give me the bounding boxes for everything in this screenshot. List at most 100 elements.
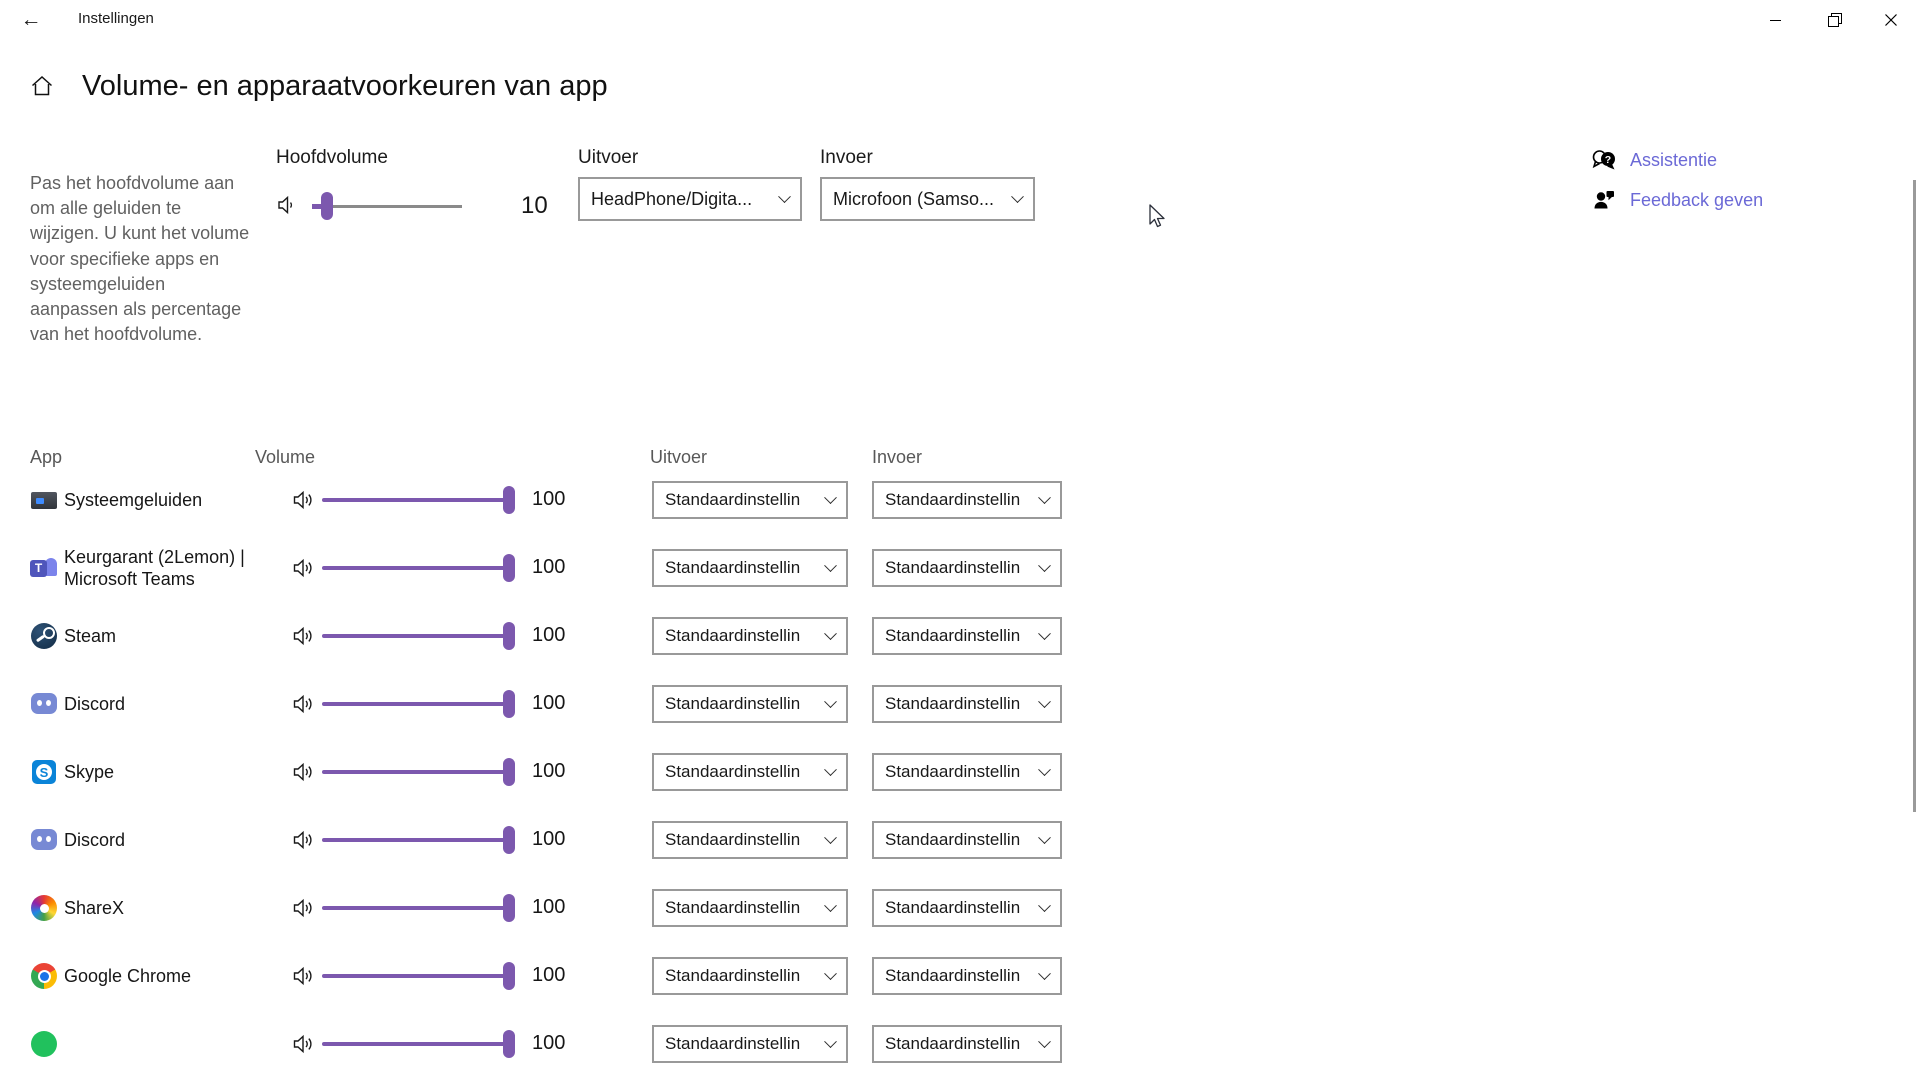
app-output-select[interactable]: Standaardinstellin (652, 685, 848, 723)
app-input-value: Standaardinstellin (885, 558, 1021, 577)
app-input-select[interactable]: Standaardinstellin (872, 821, 1062, 859)
person-feedback-icon (1590, 188, 1618, 212)
page-description: Pas het hoofdvolume aan om alle geluiden… (30, 173, 250, 345)
app-volume-slider-track[interactable] (322, 906, 512, 910)
app-volume-slider-thumb[interactable] (503, 690, 515, 718)
discord-icon (31, 693, 57, 714)
app-output-value: Standaardinstellin (665, 1034, 801, 1053)
speaker-icon[interactable] (293, 693, 317, 715)
app-volume-value: 100 (532, 896, 566, 918)
master-volume-label: Hoofdvolume (276, 147, 388, 168)
app-output-select[interactable]: Standaardinstellin (652, 481, 848, 519)
app-name: Discord (64, 694, 126, 714)
app-volume-slider-track[interactable] (322, 770, 512, 774)
app-volume-slider-track[interactable] (322, 566, 512, 570)
app-volume-slider-thumb[interactable] (503, 622, 515, 650)
app-input-select[interactable]: Standaardinstellin (872, 685, 1062, 723)
restore-button[interactable] (1804, 0, 1862, 40)
app-name: ShareX (64, 898, 125, 918)
chevron-down-icon (824, 966, 837, 980)
app-input-value: Standaardinstellin (885, 966, 1021, 985)
unknown-green-icon (31, 1031, 57, 1057)
app-output-value: Standaardinstellin (665, 558, 801, 577)
discord-icon (31, 829, 57, 850)
speaker-icon[interactable] (293, 965, 317, 987)
app-input-select[interactable]: Standaardinstellin (872, 549, 1062, 587)
page-title: Volume- en apparaatvoorkeuren van app (82, 70, 608, 102)
app-input-select[interactable]: Standaardinstellin (872, 889, 1062, 927)
app-input-value: Standaardinstellin (885, 898, 1021, 917)
app-volume-value: 100 (532, 964, 566, 986)
close-button[interactable] (1862, 0, 1920, 40)
app-volume-slider-thumb[interactable] (503, 1030, 515, 1058)
chevron-down-icon (1011, 189, 1024, 203)
sharex-icon (31, 895, 57, 921)
master-input-select[interactable]: Microfoon (Samso... (820, 177, 1035, 221)
app-name: Systeemgeluiden (64, 490, 203, 510)
minimize-icon (1769, 19, 1781, 21)
speaker-icon[interactable] (293, 829, 317, 851)
app-output-value: Standaardinstellin (665, 490, 801, 509)
app-output-value: Standaardinstellin (665, 694, 801, 713)
app-volume-value: 100 (532, 760, 566, 782)
master-volume-slider-thumb[interactable] (321, 192, 333, 220)
app-volume-slider-thumb[interactable] (503, 758, 515, 786)
app-input-select[interactable]: Standaardinstellin (872, 957, 1062, 995)
chevron-down-icon (824, 558, 837, 572)
app-volume-slider-thumb[interactable] (503, 486, 515, 514)
app-volume-slider-track[interactable] (322, 702, 512, 706)
app-input-value: Standaardinstellin (885, 830, 1021, 849)
column-header-output: Uitvoer (650, 447, 708, 467)
speaker-icon[interactable] (293, 1033, 317, 1055)
master-volume-slider-track[interactable] (312, 205, 462, 208)
app-output-select[interactable]: Standaardinstellin (652, 753, 848, 791)
chevron-down-icon (824, 626, 837, 640)
app-name: Steam (64, 626, 117, 646)
app-volume-slider-thumb[interactable] (503, 894, 515, 922)
app-volume-slider-thumb[interactable] (503, 962, 515, 990)
master-input-value: Microfoon (Samso... (833, 188, 995, 209)
app-output-select[interactable]: Standaardinstellin (652, 889, 848, 927)
app-volume-row: ShareX 100 Standaardinstellin Standaardi… (0, 874, 1920, 942)
app-volume-row: Systeemgeluiden 100 Standaardinstellin S… (0, 466, 1920, 534)
window-title: Instellingen (78, 10, 154, 27)
speaker-icon[interactable] (293, 761, 317, 783)
speaker-low-icon[interactable] (277, 194, 299, 216)
minimize-button[interactable] (1746, 0, 1804, 40)
back-button[interactable]: ← (14, 4, 48, 36)
app-output-select[interactable]: Standaardinstellin (652, 549, 848, 587)
svg-text:?: ? (1605, 154, 1611, 166)
app-output-select[interactable]: Standaardinstellin (652, 821, 848, 859)
scrollbar-thumb[interactable] (1913, 180, 1916, 812)
app-volume-slider-track[interactable] (322, 838, 512, 842)
chevron-down-icon (1038, 558, 1051, 572)
app-volume-slider-track[interactable] (322, 634, 512, 638)
speaker-icon[interactable] (293, 489, 317, 511)
app-volume-slider-track[interactable] (322, 1042, 512, 1046)
app-output-select[interactable]: Standaardinstellin (652, 1025, 848, 1063)
app-output-select[interactable]: Standaardinstellin (652, 957, 848, 995)
app-volume-slider-track[interactable] (322, 498, 512, 502)
help-links: ? Assistentie Feedback geven (1590, 145, 1763, 225)
app-name: Discord (64, 830, 126, 850)
feedback-link[interactable]: Feedback geven (1590, 185, 1763, 215)
app-name: Keurgarant (2Lemon) | Microsoft Teams (64, 547, 245, 589)
app-volume-slider-thumb[interactable] (503, 554, 515, 582)
app-input-select[interactable]: Standaardinstellin (872, 617, 1062, 655)
app-input-select[interactable]: Standaardinstellin (872, 753, 1062, 791)
master-input-label: Invoer (820, 147, 873, 168)
speaker-icon[interactable] (293, 625, 317, 647)
app-input-select[interactable]: Standaardinstellin (872, 481, 1062, 519)
app-volume-slider-thumb[interactable] (503, 826, 515, 854)
restore-icon (1827, 12, 1842, 27)
app-volume-slider-track[interactable] (322, 974, 512, 978)
speaker-icon[interactable] (293, 897, 317, 919)
app-volume-value: 100 (532, 488, 566, 510)
assistance-link[interactable]: ? Assistentie (1590, 145, 1763, 175)
column-header-volume: Volume (255, 447, 316, 467)
app-input-select[interactable]: Standaardinstellin (872, 1025, 1062, 1063)
app-output-select[interactable]: Standaardinstellin (652, 617, 848, 655)
speaker-icon[interactable] (293, 557, 317, 579)
app-volume-value: 100 (532, 692, 566, 714)
master-output-select[interactable]: HeadPhone/Digita... (578, 177, 802, 221)
